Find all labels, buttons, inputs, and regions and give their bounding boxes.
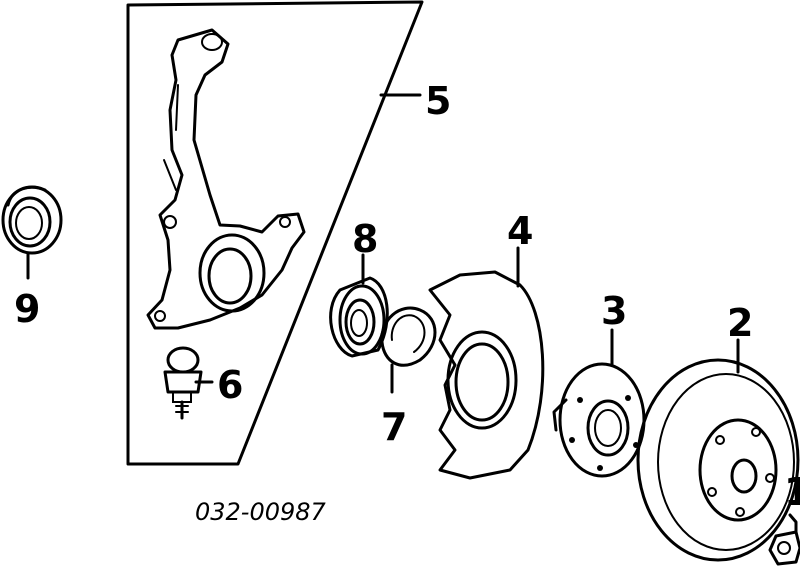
callout-label-5: 5	[425, 79, 451, 123]
wheel-stud-part	[768, 513, 800, 566]
splash-shield-part	[428, 246, 545, 480]
callout-label-9: 9	[14, 287, 40, 331]
callout-label-8: 8	[352, 217, 378, 261]
steering-knuckle-part	[146, 28, 306, 330]
knuckle-group-frame	[126, 0, 424, 466]
callout-label-1: 1	[784, 470, 800, 514]
wheel-hub-part	[552, 328, 646, 478]
part-number-label: 032-00987	[195, 498, 327, 526]
ball-joint-part	[163, 346, 214, 420]
callout-label-7: 7	[381, 405, 407, 449]
snap-ring-part	[380, 306, 437, 394]
brake-disc-part	[636, 338, 800, 562]
seal-part	[1, 185, 63, 280]
callout-label-6: 6	[217, 363, 243, 407]
callout-label-3: 3	[601, 289, 627, 333]
wheel-bearing-part	[329, 253, 389, 358]
callout-label-2: 2	[727, 301, 753, 345]
callout-label-4: 4	[507, 209, 533, 253]
